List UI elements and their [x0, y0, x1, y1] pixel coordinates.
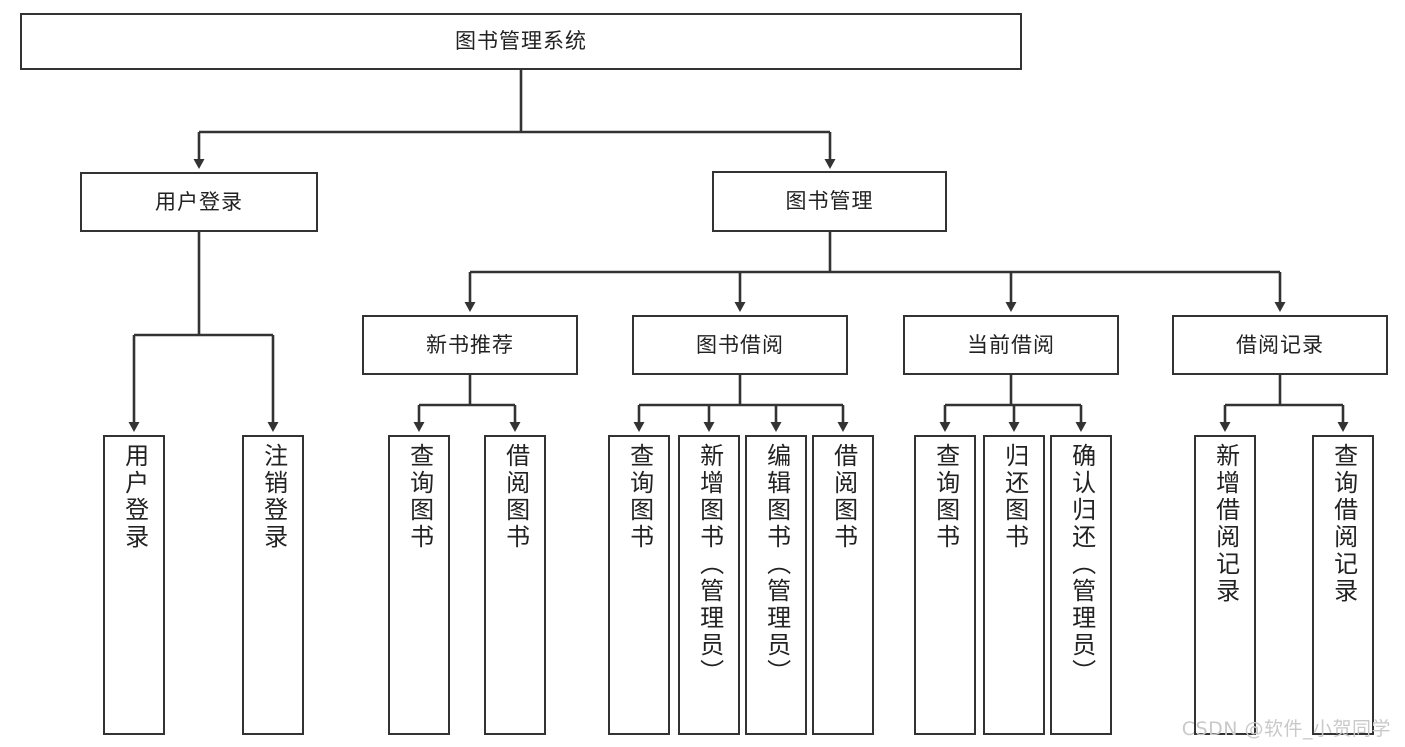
- leaf-add-book-label: 新增图书（管理员）: [695, 443, 724, 686]
- node-new-book-recommend[interactable]: 新书推荐: [362, 315, 578, 375]
- leaf-query-book-3-label: 查询图书: [931, 443, 960, 551]
- node-book-management[interactable]: 图书管理: [712, 171, 947, 232]
- node-current-borrow[interactable]: 当前借阅: [903, 315, 1119, 375]
- leaf-add-book[interactable]: 新增图书（管理员）: [678, 435, 740, 735]
- node-book-borrow-label: 图书借阅: [696, 332, 784, 357]
- leaf-query-book-3[interactable]: 查询图书: [914, 435, 976, 735]
- watermark: CSDN @软件_小贺同学: [1181, 718, 1391, 740]
- leaf-borrow-book-1[interactable]: 借阅图书: [484, 435, 546, 735]
- leaf-query-book-1-label: 查询图书: [405, 443, 434, 551]
- leaf-logout-label: 注销登录: [259, 443, 288, 551]
- node-user-login[interactable]: 用户登录: [80, 172, 318, 232]
- leaf-query-borrow-record-label: 查询借阅记录: [1329, 443, 1358, 605]
- leaf-edit-book-label: 编辑图书（管理员）: [762, 443, 791, 686]
- node-new-book-recommend-label: 新书推荐: [426, 332, 514, 357]
- leaf-confirm-return[interactable]: 确认归还（管理员）: [1050, 435, 1112, 735]
- node-current-borrow-label: 当前借阅: [967, 332, 1055, 357]
- leaf-query-borrow-record[interactable]: 查询借阅记录: [1312, 435, 1374, 735]
- node-root[interactable]: 图书管理系统: [20, 13, 1022, 70]
- node-borrow-record-label: 借阅记录: [1236, 332, 1324, 357]
- leaf-return-book[interactable]: 归还图书: [983, 435, 1045, 735]
- leaf-borrow-book-2[interactable]: 借阅图书: [812, 435, 874, 735]
- node-root-label: 图书管理系统: [455, 29, 587, 54]
- leaf-user-login[interactable]: 用户登录: [103, 435, 165, 735]
- leaf-add-borrow-record[interactable]: 新增借阅记录: [1194, 435, 1256, 735]
- leaf-query-book-2[interactable]: 查询图书: [608, 435, 670, 735]
- leaf-query-book-2-label: 查询图书: [625, 443, 654, 551]
- leaf-confirm-return-label: 确认归还（管理员）: [1067, 443, 1096, 686]
- node-borrow-record[interactable]: 借阅记录: [1172, 315, 1388, 375]
- leaf-query-book-1[interactable]: 查询图书: [388, 435, 450, 735]
- leaf-logout[interactable]: 注销登录: [242, 435, 304, 735]
- leaf-return-book-label: 归还图书: [1000, 443, 1029, 551]
- node-book-borrow[interactable]: 图书借阅: [632, 315, 848, 375]
- leaf-edit-book[interactable]: 编辑图书（管理员）: [745, 435, 807, 735]
- leaf-borrow-book-1-label: 借阅图书: [501, 443, 530, 551]
- node-user-login-label: 用户登录: [155, 189, 243, 214]
- leaf-add-borrow-record-label: 新增借阅记录: [1211, 443, 1240, 605]
- leaf-user-login-label: 用户登录: [120, 443, 149, 551]
- leaf-borrow-book-2-label: 借阅图书: [829, 443, 858, 551]
- node-book-management-label: 图书管理: [785, 189, 874, 214]
